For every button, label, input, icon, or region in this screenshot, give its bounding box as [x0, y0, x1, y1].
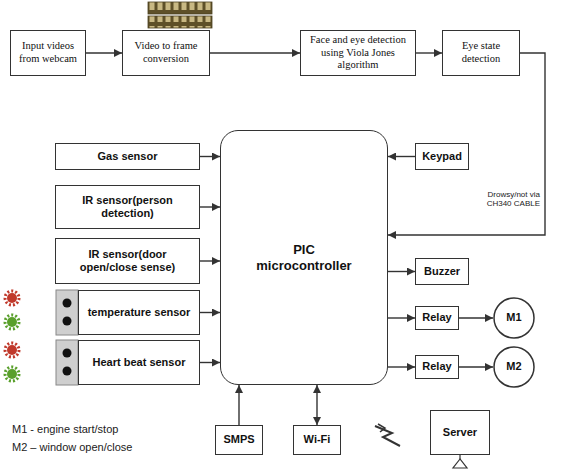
connector-arrow: [200, 260, 220, 261]
connector-arrow: [316, 385, 317, 425]
sensor-box: IR sensor(person detection): [55, 185, 200, 229]
node-text: SMPS: [223, 433, 254, 446]
node-text: M1: [506, 311, 521, 324]
connector-arrow: [200, 312, 220, 313]
power-box: SMPS: [215, 425, 263, 455]
connector-arrow: [200, 156, 220, 157]
node-text: Gas sensor: [98, 150, 158, 163]
node-text: Eye state detection: [447, 40, 515, 65]
connector-arrow: [388, 317, 415, 318]
connector-arrow: [238, 385, 239, 425]
connector-arrow: [200, 206, 220, 207]
film-strip-icon: [148, 2, 212, 28]
process-box: Video to frame conversion: [122, 30, 210, 76]
node-text: Keypad: [422, 150, 462, 163]
output-box: Buzzer: [415, 258, 469, 285]
node-text: PIC microcontroller: [248, 242, 360, 273]
motor-circle: M2: [493, 346, 535, 388]
node-text: Relay: [422, 360, 451, 373]
node-text: Server: [443, 426, 477, 439]
connector-arrow: [388, 156, 415, 157]
note-text: M1 - engine start/stop: [12, 423, 118, 435]
node-text: temperature sensor: [88, 306, 191, 319]
node-text: Relay: [422, 311, 451, 324]
sensor-box: temperature sensor: [78, 290, 200, 335]
connector-arrow: [416, 52, 442, 53]
controller-box: PIC microcontroller: [220, 130, 388, 385]
note-text: M2 – window open/close: [12, 441, 132, 453]
process-box: Eye state detection: [442, 30, 520, 76]
node-text: Video to frame conversion: [127, 40, 205, 65]
sensor-box: Heart beat sensor: [78, 340, 200, 385]
relay-box: Relay: [415, 306, 459, 330]
sensor-led-icons: [5, 291, 19, 381]
node-text: IR sensor(person detection): [60, 194, 195, 220]
node-text: Heart beat sensor: [93, 356, 186, 369]
connector-arrow: [459, 317, 493, 318]
relay-box: Relay: [415, 355, 459, 379]
node-text: M2: [506, 360, 521, 373]
input-box: Keypad: [415, 143, 469, 170]
connector-arrow: [86, 52, 122, 53]
node-text: Buzzer: [424, 265, 460, 278]
connector-arrow: [388, 53, 545, 235]
sensor-box: IR sensor(door open/close sense): [55, 238, 200, 284]
motor-circle: M1: [493, 297, 535, 339]
process-box: Face and eye detection using Viola Jones…: [300, 30, 416, 76]
node-text: Face and eye detection using Viola Jones…: [305, 34, 411, 72]
sensor-box: Gas sensor: [55, 143, 200, 170]
connector-arrow: [210, 52, 300, 53]
connector-arrow: [200, 362, 220, 363]
server-box: Server: [430, 410, 490, 455]
connector-arrow: [388, 271, 415, 272]
node-text: Input videos from webcam: [15, 40, 81, 65]
process-box: Input videos from webcam: [10, 30, 86, 76]
server-stand-symbol: [453, 455, 467, 468]
connector-arrow: [459, 366, 493, 367]
connector-label: Drowsy/not via CH340 CABLE: [466, 190, 540, 208]
wifi-box: Wi-Fi: [293, 425, 341, 455]
node-text: Wi-Fi: [304, 433, 331, 446]
node-text: IR sensor(door open/close sense): [60, 248, 195, 274]
sensor-module-symbol: [56, 290, 78, 385]
connector-arrow: [388, 366, 415, 367]
wireless-symbol: [375, 424, 400, 446]
